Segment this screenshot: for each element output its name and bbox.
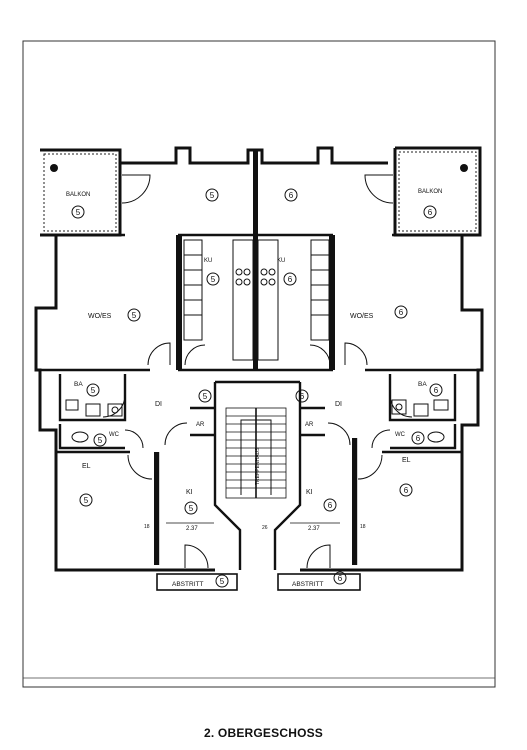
unit-number-right: 6 <box>338 574 343 583</box>
label-el-right: EL <box>402 457 411 464</box>
label-ki-right: KI <box>306 489 313 496</box>
stove-burners <box>235 268 276 286</box>
label-ku-right: KU <box>277 258 285 264</box>
outer-walls <box>34 146 484 572</box>
unit-number-right: 6 <box>428 208 433 217</box>
balcony-parapets <box>43 151 477 232</box>
sheet-frame <box>22 40 496 688</box>
unit-numbers: 5 5 5 5 5 5 5 5 5 5 6 6 6 6 6 6 6 6 6 6 <box>76 191 439 586</box>
unit-number-left: 5 <box>210 191 215 200</box>
label-balkon-right: BALKON <box>418 189 442 195</box>
balcony-post-left <box>50 164 58 172</box>
label-wc-left: WC <box>109 432 120 438</box>
unit-number-left: 5 <box>98 436 103 445</box>
label-wo-es-right: WO/ES <box>350 313 374 320</box>
staircase <box>225 407 287 499</box>
abstritt-boxes <box>156 573 361 591</box>
unit-number-left: 5 <box>91 386 96 395</box>
label-wo-es-left: WO/ES <box>88 313 112 320</box>
label-di-left: DI <box>155 401 162 408</box>
unit-number-right: 6 <box>328 501 333 510</box>
unit-number-right: 6 <box>300 392 305 401</box>
label-ba-left: BA <box>74 381 83 388</box>
unit-number-left: 5 <box>76 208 81 217</box>
label-ar-right: AR <box>305 422 314 428</box>
label-el-left: EL <box>82 463 91 470</box>
unit-number-left: 5 <box>203 392 208 401</box>
label-ki-left: KI <box>186 489 193 496</box>
unit-number-right: 6 <box>416 434 421 443</box>
floor-caption: 2. OBERGESCHOSS <box>203 726 324 740</box>
dimension-marks: 2.37 2.37 18 18 26 <box>144 522 366 532</box>
label-ba-right: BA <box>418 381 427 388</box>
unit-number-left: 5 <box>84 496 89 505</box>
unit-number-left: 5 <box>189 504 194 513</box>
unit-number-right: 6 <box>404 486 409 495</box>
label-ku-left: KU <box>204 258 212 264</box>
dim-ki-width-right: 2.37 <box>308 526 320 532</box>
door-swings <box>102 174 413 569</box>
balcony-post-right <box>460 164 468 172</box>
unit-number-right: 6 <box>289 191 294 200</box>
label-abstritt-left: ABSTRITT <box>172 581 203 588</box>
wall-accents <box>154 150 357 565</box>
label-stairwell: TREPPENHAUS <box>255 447 261 485</box>
unit-number-right: 6 <box>434 386 439 395</box>
label-ar-left: AR <box>196 422 205 428</box>
dim-side-right: 18 <box>360 524 366 530</box>
label-abstritt-right: ABSTRITT <box>292 581 323 588</box>
dim-center: 26 <box>262 525 268 531</box>
unit-number-left: 5 <box>220 577 225 586</box>
dim-ki-width-left: 2.37 <box>186 526 198 532</box>
dim-side-left: 18 <box>144 524 150 530</box>
label-di-right: DI <box>335 401 342 408</box>
label-balkon-left: BALKON <box>66 192 90 198</box>
unit-number-right: 6 <box>288 275 293 284</box>
unit-number-left: 5 <box>132 311 137 320</box>
label-wc-right: WC <box>395 432 406 438</box>
room-labels: BALKON BALKON WO/ES WO/ES KU KU BA BA WC… <box>66 189 442 588</box>
kitchen-counters <box>183 239 330 361</box>
unit-number-right: 6 <box>399 308 404 317</box>
unit-markers-left <box>71 188 229 588</box>
unit-number-left: 5 <box>211 275 216 284</box>
bath-fixtures <box>65 399 449 443</box>
unit-markers-right <box>283 188 443 585</box>
